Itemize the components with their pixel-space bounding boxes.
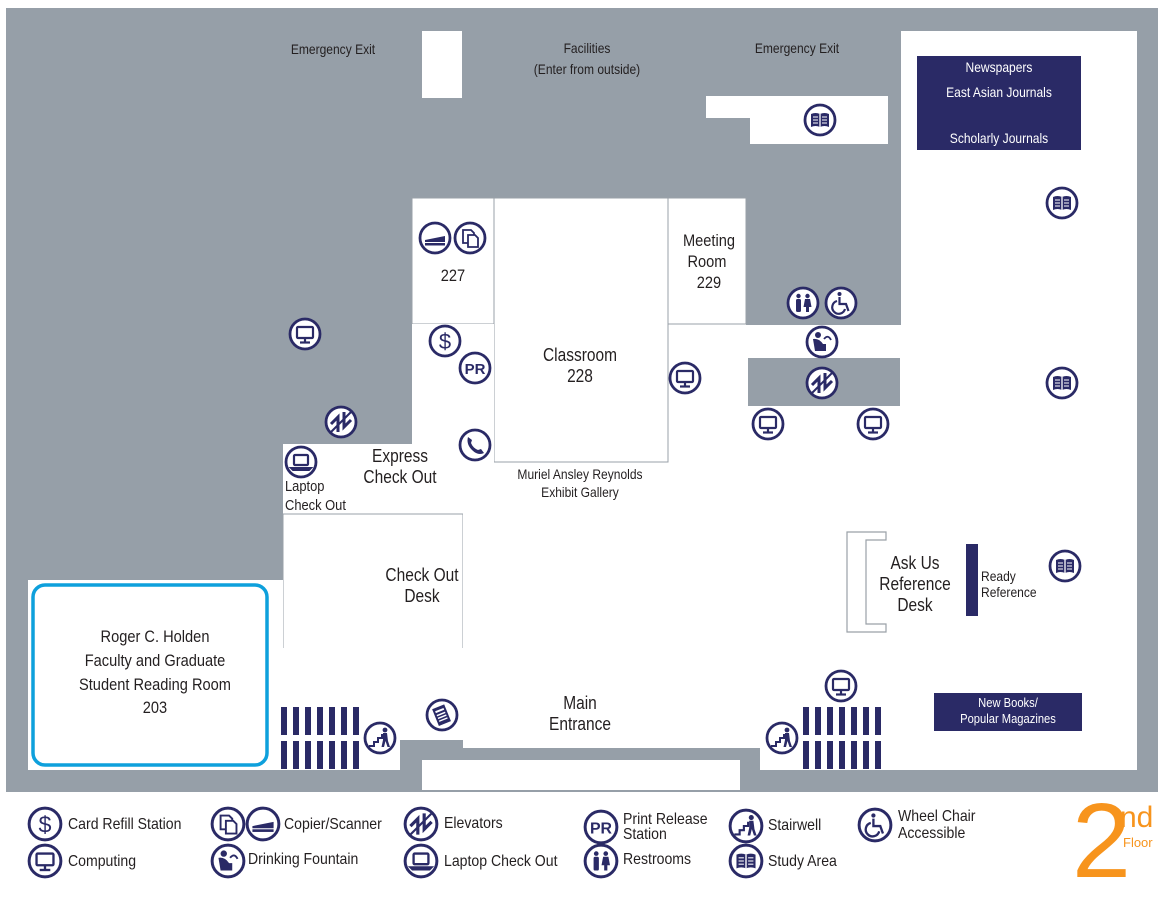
checkout-desk-label: Check Out [385,565,459,585]
meeting-room-label-2: Room [687,252,727,271]
computing-icon [668,361,702,395]
print-release-icon [458,351,492,385]
laptop-checkout-label: Laptop [285,478,325,495]
gallery-label: Muriel Ansley Reynolds [517,466,643,482]
reading-room-label: Roger C. Holden [100,627,210,646]
east-asian-journals-label: East Asian Journals [946,84,1052,100]
elevator-icon [403,806,439,842]
computing-icon [824,669,858,703]
legend-wheelchair: Wheel Chair [898,808,976,825]
classroom-label: Classroom [543,345,617,365]
facilities-note: (Enter from outside) [533,61,641,77]
study-area-icon [1045,186,1079,220]
restroom-icon [583,843,619,879]
ready-reference-shelf [966,544,978,616]
stairwell-icon [363,721,397,755]
reading-room-label-2: Faculty and Graduate [84,651,226,670]
phone-icon [458,428,492,462]
express-checkout-label: Express [372,446,428,466]
ask-us-label-3: Desk [897,595,933,615]
study-area-icon [728,843,764,879]
magazine-icon [425,698,459,732]
wheelchair-icon [857,807,893,843]
meeting-room-label: Meeting [682,231,736,250]
reading-room-label-3: Student Reading Room [78,675,231,694]
floor-number: 2 [1072,782,1131,900]
legend-study-area: Study Area [768,853,837,870]
study-area-icon [803,103,837,137]
new-books-label: New Books/ [978,695,1038,710]
legend-computing: Computing [68,853,137,870]
newspapers-label: Newspapers [965,59,1033,75]
classroom-number: 228 [567,366,593,386]
restroom-icon [786,286,820,320]
card-refill-icon [27,806,63,842]
copier-icon [453,221,487,255]
express-checkout-label-2: Check Out [363,467,437,487]
emergency-exit-left-label: Emergency Exit [290,41,376,57]
copier-icon [210,806,246,842]
checkout-desk-label-2: Desk [404,586,440,606]
new-books-panel [934,693,1082,731]
room-227-label: 227 [440,266,466,285]
drinking-fountain-icon [805,325,839,359]
legend-restrooms: Restrooms [623,851,692,868]
wheelchair-icon [824,286,858,320]
legend-wheelchair-2: Accessible [898,825,966,842]
legend-copier: Copier/Scanner [284,816,382,833]
legend-card-refill: Card Refill Station [68,816,182,833]
computing-icon [856,407,890,441]
drinking-fountain-icon [210,843,246,879]
floor-word: Floor [1123,835,1153,850]
new-books-label-2: Popular Magazines [960,711,1056,726]
laptop-checkout-icon [403,843,439,879]
ask-us-label: Ask Us [890,553,940,573]
stairwell-icon [728,808,764,844]
floor-suffix: nd [1120,801,1154,834]
card-refill-icon [428,324,462,358]
print-release-icon [583,809,619,845]
legend-fountain: Drinking Fountain [248,851,359,868]
legend-elevators: Elevators [444,815,503,832]
ready-reference-label-2: Reference [981,584,1037,600]
facilities-label: Facilities [563,40,611,56]
journals-panel [917,56,1081,150]
main-entrance-label-2: Entrance [549,714,611,734]
ask-us-desk [846,531,887,633]
legend-stairwell: Stairwell [768,817,822,834]
ready-reference-label: Ready [981,568,1016,584]
legend-print-release-2: Station [623,826,667,843]
legend-print-release: Print Release [623,811,708,828]
reading-room-203[interactable] [31,583,269,767]
meeting-room-number: 229 [696,273,722,292]
ask-us-label-2: Reference [879,574,951,594]
elevator-icon [324,405,358,439]
emergency-exit-right-label: Emergency Exit [754,40,840,56]
computing-icon [27,843,63,879]
scanner-icon [418,221,452,255]
study-area-icon [1048,549,1082,583]
gallery-label-2: Exhibit Gallery [541,484,619,500]
scanner-icon [245,806,281,842]
reading-room-number: 203 [142,698,168,717]
laptop-checkout-label-2: Check Out [285,497,346,514]
legend-laptop: Laptop Check Out [444,853,558,870]
main-entrance-label: Main [563,693,597,713]
elevator-icon [805,366,839,400]
study-area-icon [1045,366,1079,400]
computing-icon [751,407,785,441]
computing-icon [288,317,322,351]
laptop-checkout-icon [284,445,318,479]
stairwell-icon [765,721,799,755]
scholarly-journals-label: Scholarly Journals [949,130,1049,146]
